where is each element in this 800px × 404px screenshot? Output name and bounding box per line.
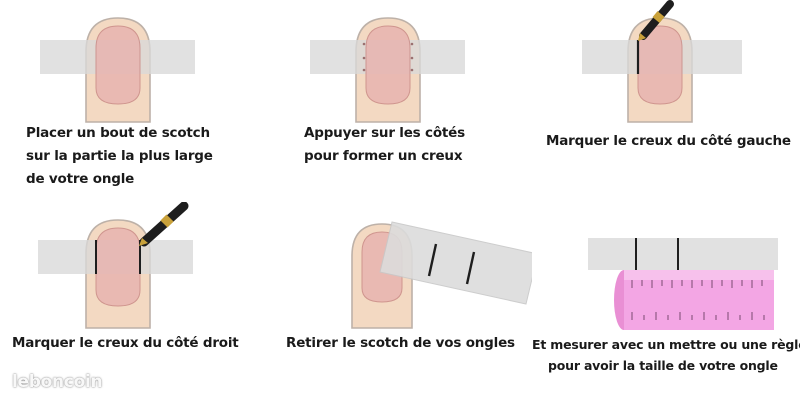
ruler-icon: [614, 270, 774, 330]
step-2-panel: Appuyer sur les côtés pour former un cre…: [266, 0, 532, 202]
press-marks: [362, 42, 414, 72]
step-4-panel: Marquer le creux du côté droit: [0, 202, 266, 404]
step-5-panel: Retirer le scotch de vos ongles: [266, 202, 532, 404]
step-2-illustration: [310, 17, 465, 123]
step-6-caption: Et mesurer avec un mettre ou une règle p…: [532, 337, 800, 373]
step-5-illustration: [351, 221, 532, 329]
step-2-caption: Appuyer sur les côtés pour former un cre…: [304, 125, 465, 164]
step-1-panel: Placer un bout de scotch sur la partie l…: [0, 0, 266, 202]
step-6-illustration: [588, 238, 778, 330]
tape-strip: [379, 221, 532, 305]
leboncoin-watermark: leboncoin: [12, 372, 103, 392]
step-1-illustration: [40, 17, 195, 123]
step-1-caption: Placer un bout de scotch sur la partie l…: [26, 125, 213, 187]
step-3-panel: Marquer le creux du côté gauche: [532, 0, 798, 202]
step-6-panel: Et mesurer avec un mettre ou une règle p…: [532, 202, 800, 404]
pen-icon: [139, 202, 189, 247]
step-3-caption: Marquer le creux du côté gauche: [546, 133, 791, 149]
step-4-illustration: [38, 202, 193, 329]
step-3-illustration: [582, 0, 742, 123]
pen-icon: [638, 0, 674, 41]
step-4-caption: Marquer le creux du côté droit: [12, 335, 239, 351]
step-5-caption: Retirer le scotch de vos ongles: [286, 335, 515, 351]
